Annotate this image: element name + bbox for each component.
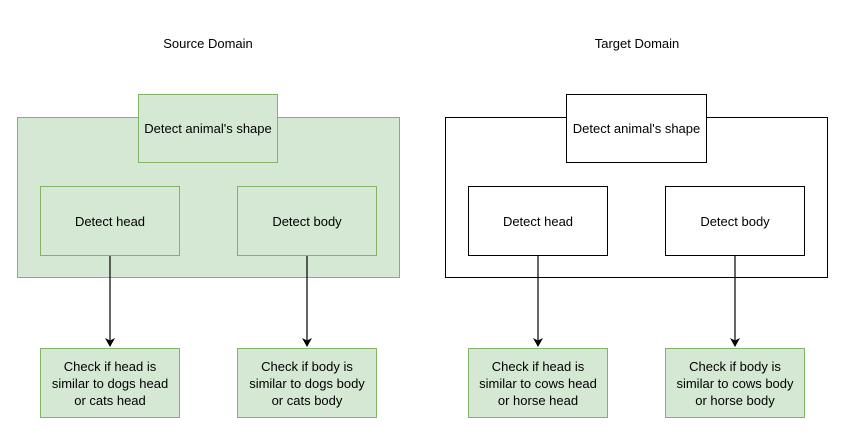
target-detect-body-node: Detect body	[665, 186, 805, 256]
target-domain-title: Target Domain	[594, 36, 680, 51]
source-detect-head-node: Detect head	[40, 186, 180, 256]
target-detect-shape-node: Detect animal's shape	[566, 94, 707, 163]
source-check-body-node: Check if body is similar to dogs body or…	[237, 348, 377, 418]
target-detect-head-node: Detect head	[468, 186, 608, 256]
source-check-head-node: Check if head is similar to dogs head or…	[40, 348, 180, 418]
target-check-head-node: Check if head is similar to cows head or…	[468, 348, 608, 418]
source-detect-shape-node: Detect animal's shape	[138, 94, 278, 163]
target-check-body-node: Check if body is similar to cows body or…	[665, 348, 805, 418]
source-detect-body-node: Detect body	[237, 186, 377, 256]
source-domain-title: Source Domain	[163, 36, 253, 51]
